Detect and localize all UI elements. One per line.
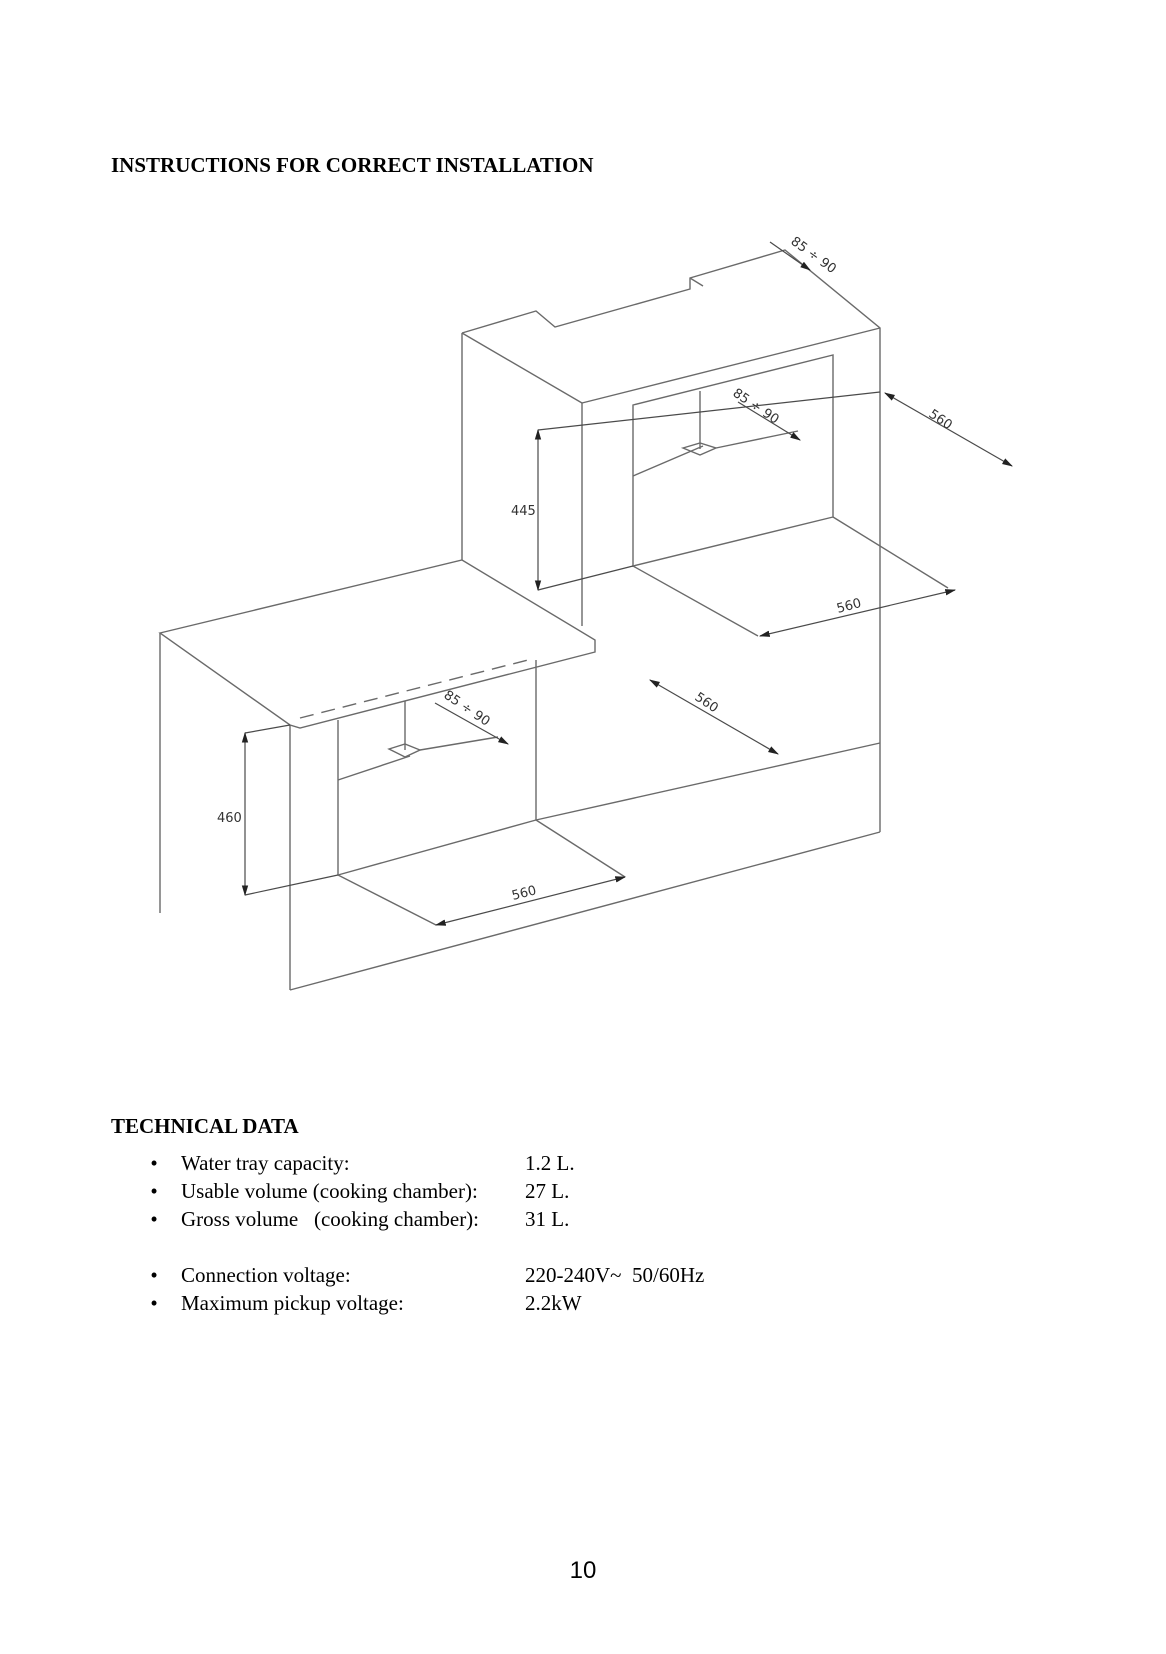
page-number: 10 <box>569 1557 597 1584</box>
spec-label: Maximum pickup voltage: <box>181 1291 404 1315</box>
spec-value: 31 L. <box>525 1207 570 1231</box>
lower-width-label: 560 <box>510 883 538 904</box>
upper-height-label: 445 <box>511 504 536 519</box>
spec-usable-volume: • Usable volume (cooking chamber): 27 L. <box>148 1178 569 1308</box>
spec-value: 1.2 L. <box>525 1151 575 1175</box>
spec-label: Water tray capacity: <box>181 1151 350 1175</box>
upper-inner-gap-label: 85 ÷ 90 <box>730 386 782 428</box>
bullet-icon: • <box>150 1151 158 1175</box>
bullet-icon: • <box>150 1263 158 1287</box>
technical-data-heading: TECHNICAL DATA <box>111 1114 299 1138</box>
upper-width-label: 560 <box>835 596 863 617</box>
installation-heading: INSTRUCTIONS FOR CORRECT INSTALLATION <box>111 153 594 177</box>
bullet-icon: • <box>150 1179 158 1203</box>
spec-value: 2.2kW <box>525 1291 582 1315</box>
spec-value: 27 L. <box>525 1179 570 1203</box>
spec-water-tray: • Water tray capacity: 1.2 L. <box>148 1150 574 1280</box>
installation-diagram: 85 ÷ 90 85 ÷ 90 560 445 560 85 ÷ 90 560 … <box>158 234 1013 991</box>
upper-depth-label: 560 <box>926 407 955 433</box>
upper-gap-label: 85 ÷ 90 <box>788 234 839 277</box>
bullet-icon: • <box>150 1207 158 1231</box>
lower-gap-label: 85 ÷ 90 <box>441 688 493 730</box>
spec-gross-volume: • Gross volume (cooking chamber): 31 L. <box>148 1206 569 1336</box>
spec-max-pickup-voltage: • Maximum pickup voltage: 2.2kW <box>148 1290 581 1420</box>
lower-height-label: 460 <box>217 811 242 826</box>
upper-cabinet <box>461 249 949 832</box>
bullet-icon: • <box>150 1291 158 1315</box>
dimension-lines <box>241 241 1013 926</box>
spec-value: 220-240V~ 50/60Hz <box>525 1263 705 1287</box>
spec-label: Gross volume (cooking chamber): <box>181 1207 480 1231</box>
spec-label: Connection voltage: <box>181 1263 351 1287</box>
lower-cabinet <box>158 559 881 991</box>
spec-label: Usable volume (cooking chamber): <box>181 1179 478 1203</box>
spec-connection-voltage: • Connection voltage: 220-240V~ 50/60Hz <box>148 1262 704 1392</box>
